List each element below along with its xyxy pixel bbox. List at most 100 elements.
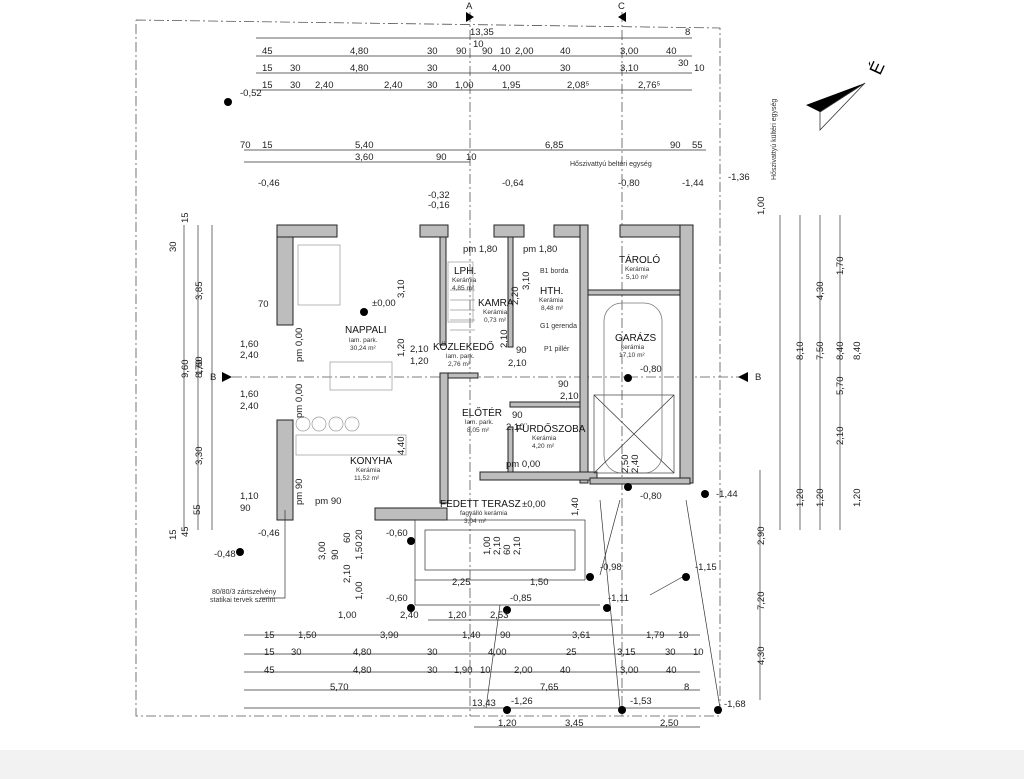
dim: 90 [436, 152, 447, 163]
room-name: FÜRDŐSZOBA [516, 421, 586, 435]
dim: 1,95 [502, 80, 521, 91]
dim: 90 [240, 503, 251, 514]
note-leader [260, 510, 286, 599]
room-kozlekedo: KÖZLEKEDŐ lam. park. 2,76 m² [433, 339, 494, 368]
room-name: LPH. [454, 266, 476, 277]
dim: 90 [500, 630, 511, 641]
dim: 1,20 [852, 489, 863, 508]
room-furdoszoba: FÜRDŐSZOBA Kerámia 4,20 m² [516, 421, 586, 450]
room-finish: lam. park. [465, 419, 494, 426]
dim: 55 [692, 140, 703, 151]
dim: 45 [180, 526, 191, 537]
level: -0,16 [428, 200, 450, 211]
level: -1,68 [724, 699, 746, 710]
room-area: 30,24 m² [350, 345, 376, 352]
room-finish: lam. park. [349, 337, 378, 344]
dim: 15 [264, 630, 275, 641]
dim: 4,80 [350, 46, 369, 57]
dim: 10 [693, 647, 704, 658]
dim: 1,60 [194, 357, 205, 376]
room-finish: lam. park. [446, 353, 475, 360]
level: -0,64 [502, 178, 524, 189]
dim: 2,10 [342, 565, 353, 584]
dims-inner: 3,10 1,20 2,10 1,20 4,40 2,20 3,10 2,10 … [317, 272, 641, 601]
dim: 2,10 [410, 344, 429, 355]
level: -1,26 [511, 696, 533, 707]
dim: 3,60 [355, 152, 374, 163]
dim: 1,60 [240, 339, 259, 350]
dim: 8 [685, 27, 690, 38]
dim: 4,00 [492, 63, 511, 74]
dim: 4,80 [350, 63, 369, 74]
dims-left: 9,60 8,70 3,85 1,60 3,30 1,60 2,40 1,60 … [168, 212, 269, 540]
building-walls [276, 224, 694, 521]
dim: 15 [264, 647, 275, 658]
level: pm 0,00 [294, 384, 305, 418]
level: -0,52 [240, 88, 262, 99]
room-finish: Kerámia [483, 309, 508, 316]
room-area: 2,76 m² [448, 361, 471, 368]
dim: 2,40 [384, 80, 403, 91]
dim: 8,40 [835, 342, 846, 361]
dim: 15 [262, 80, 273, 91]
dim: 30 [678, 58, 689, 69]
dim: 2,40 [315, 80, 334, 91]
room-area: 0,73 m² [484, 317, 507, 324]
dim: 3,00 [620, 46, 639, 57]
level: -0,85 [510, 593, 532, 604]
dim: 8 [684, 682, 689, 693]
dim: 15 [262, 140, 273, 151]
room-fedett-terasz: FEDETT TERASZ fagyálló kerámia 3,04 m² [440, 499, 521, 525]
dim: 1,60 [240, 389, 259, 400]
dim: 30 [290, 63, 301, 74]
level: -1,15 [695, 562, 717, 573]
dim: 2,10 [560, 391, 579, 402]
dim: 40 [560, 46, 571, 57]
dim: 15 [262, 63, 273, 74]
dim: 3,10 [396, 280, 407, 299]
dim: 1,00 [455, 80, 474, 91]
room-finish: Kerámia [356, 467, 381, 474]
dim: 4,30 [756, 647, 767, 666]
dim: 1,00 [756, 197, 767, 216]
level: -0,80 [618, 178, 640, 189]
dim: 40 [666, 665, 677, 676]
dim: 90 [516, 345, 527, 356]
dim: 45 [264, 665, 275, 676]
dim: 1,00 [354, 582, 365, 601]
room-name: ELŐTÉR [462, 405, 502, 419]
section-b-arrow-left [222, 372, 232, 382]
dim: 2,10 [506, 422, 525, 433]
room-area: 4,85 m² [452, 285, 475, 292]
floor-plan: A C B B É 13,35 8 10 45 4,80 3 [135, 1, 889, 729]
section-a-label: A [466, 1, 473, 12]
room-name: FEDETT TERASZ [440, 499, 521, 510]
dim: 90 [558, 379, 569, 390]
dimension-lines [183, 37, 841, 728]
dim-total-top: 13,35 [470, 27, 494, 38]
dim: 1,40 [570, 498, 581, 517]
level: -0,32 [428, 190, 450, 201]
dim: 2,50 [660, 718, 679, 729]
dim: 1,50 [354, 542, 365, 561]
dim: 60 [342, 532, 353, 543]
dim: 2,25 [452, 577, 471, 588]
dim: 1,10 [240, 491, 259, 502]
svg-text:É: É [865, 58, 888, 77]
dim: 1,70 [835, 257, 846, 276]
dim-total-bottom: 13,43 [472, 698, 496, 709]
dim: 10 [480, 665, 491, 676]
dim: 2,40 [400, 610, 419, 621]
dim: 7,20 [756, 592, 767, 611]
room-konyha: KONYHA Kerámia 11,52 m² [350, 456, 393, 482]
level-garage: -0,80 [640, 364, 662, 375]
level: pm 0,00 [294, 328, 305, 362]
dim: 1,20 [410, 356, 429, 367]
level: -0,98 [600, 562, 622, 573]
dim: 1,50 [530, 577, 549, 588]
note-steel-2: statikai tervek szerint [210, 597, 275, 604]
room-area: 8,48 m² [541, 305, 564, 312]
level: -0,60 [386, 593, 408, 604]
note-outdoor-unit: Hőszivattyú kültéri egység [771, 99, 778, 180]
garage-cross [593, 394, 675, 474]
